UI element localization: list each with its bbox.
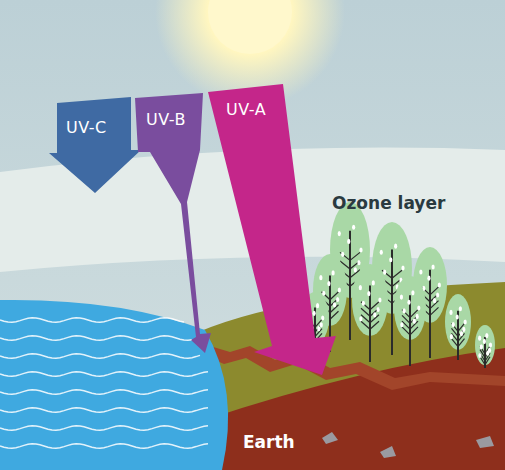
arrow-shape [135,93,211,353]
uv-band-name: UV-B [146,110,186,129]
uv-arrow: UV-B [135,93,211,353]
region-label: Earth [243,432,295,452]
wave-line [0,408,208,412]
arrow-outline [49,97,141,193]
wave-line [0,354,200,358]
uv-band-name: UV-C [66,118,107,137]
uv-arrow: UV-A [208,84,336,375]
uv-arrow: UV-C [49,97,141,193]
wave-line [0,372,208,376]
region-label: Ozone layer [332,193,445,213]
tree [475,325,495,368]
wave-line [0,444,208,448]
arrow-outline [208,84,336,375]
arrow-outline [135,93,211,353]
wave-line [0,390,208,394]
ocean-waves [0,318,208,448]
sun [208,0,292,54]
tree [445,294,471,360]
tree [394,276,426,366]
ocean [0,300,228,470]
arrow-shape [208,84,336,375]
uv-band-name: UV-A [226,100,266,119]
wave-line [0,318,184,322]
wave-line [0,336,192,340]
wave-line [0,426,208,430]
rocks [322,432,494,458]
tree [352,264,388,362]
arrow-shape [49,97,141,193]
